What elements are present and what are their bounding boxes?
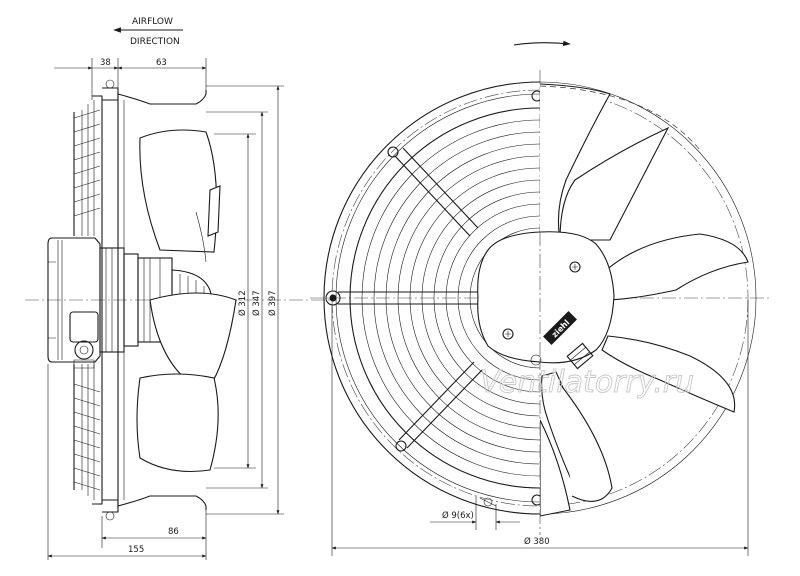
front-view: ziehl Ø 9(6x) Ø 380 Ventilatorry.ru: [310, 40, 770, 556]
guard-grille-side: [73, 100, 101, 500]
dim-holes: Ø 9(6x): [430, 496, 520, 530]
cable-gland: [69, 311, 99, 343]
airflow-label-line1: AIRFLOW: [132, 17, 173, 27]
venturi-ring: [117, 90, 207, 105]
dim-38-label: 38: [100, 58, 111, 68]
dim-86-label: 86: [168, 527, 179, 537]
fixing-hole: [325, 290, 341, 306]
hub-screw: [502, 328, 514, 340]
dim-holes-label: Ø 9(6x): [442, 510, 474, 521]
dim-155-label: 155: [128, 545, 144, 555]
dim-depth-top: 38 63: [54, 58, 207, 100]
dim-diameters-side: Ø 312 Ø 347 Ø 397: [206, 85, 284, 515]
dim-depth-bottom: 86 155: [47, 364, 207, 560]
dim-347-label: Ø 347: [251, 290, 262, 316]
watermark: Ventilatorry.ru: [480, 365, 694, 400]
fan-blades-side: [136, 129, 237, 473]
side-view: 38 63 86 155 Ø 312 Ø 347 Ø 397: [25, 58, 330, 560]
fixing-hole: [395, 440, 407, 452]
hub-screw: [569, 261, 581, 273]
dim-380-label: Ø 380: [524, 536, 550, 547]
motor-hub-cover: [477, 231, 615, 364]
dim-312-label: Ø 312: [237, 290, 248, 316]
dim-380: Ø 380: [331, 300, 749, 556]
airflow-label-line2: DIRECTION: [130, 37, 180, 47]
guard-grille-front: [323, 81, 540, 515]
fan-blades-front: [540, 81, 757, 517]
motor-housing: [47, 237, 101, 363]
airflow-direction-label: AIRFLOW DIRECTION: [113, 17, 183, 47]
rotation-arrow-icon: [513, 40, 571, 46]
dim-397-label: Ø 397: [267, 290, 278, 316]
fixing-hole: [387, 146, 399, 158]
wall-ring-flange: [92, 95, 103, 505]
cable-gland-front: [566, 342, 594, 370]
dim-63-label: 63: [156, 58, 167, 68]
